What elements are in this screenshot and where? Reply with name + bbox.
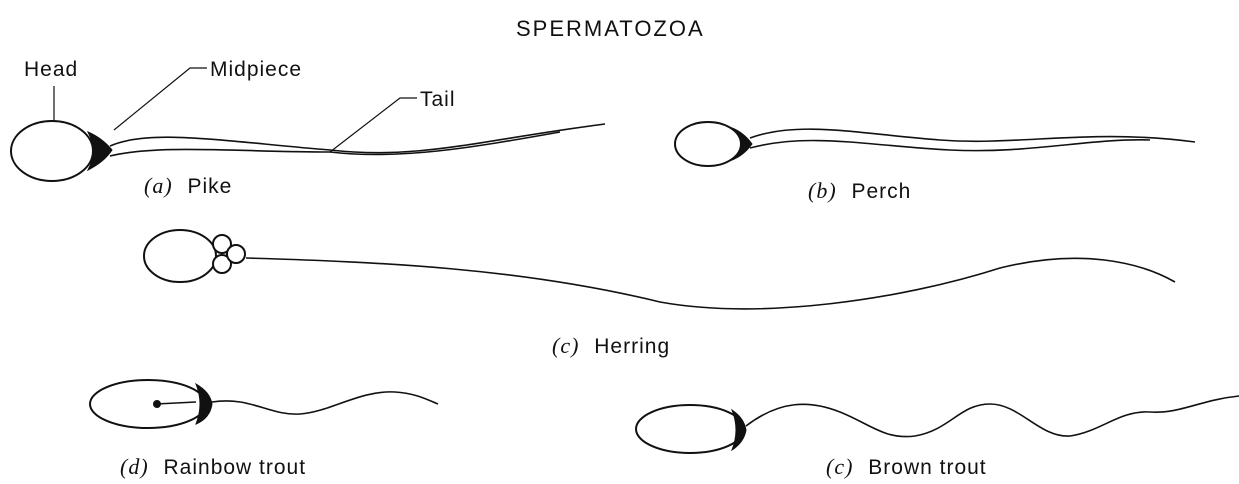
caption-rainbow-trout-letter: (d) [120,454,149,479]
caption-pike-name: Pike [188,175,233,198]
figure-title: SPERMATOZOA [516,16,705,41]
caption-pike: (a) Pike [144,173,232,198]
caption-perch: (b) Perch [808,178,911,203]
caption-perch-letter: (b) [808,178,837,203]
caption-brown-trout-name: Brown trout [868,456,986,479]
perch-tail-lower [750,140,1150,151]
caption-herring-name: Herring [594,335,670,358]
sperm-perch [675,122,1195,166]
brown-trout-tail [746,396,1239,437]
label-tail: Tail [420,88,456,111]
rainbow-trout-tail [212,392,438,414]
pike-tail-lower [110,132,560,156]
sperm-brown-trout [636,396,1239,453]
caption-rainbow-trout: (d) Rainbow trout [120,454,306,479]
sperm-rainbow-trout [90,380,438,428]
sperm-herring [144,230,1175,309]
midpiece-leader-line [114,68,207,130]
herring-head [144,230,216,282]
caption-perch-name: Perch [852,180,912,203]
pike-head [11,121,93,181]
caption-rainbow-trout-name: Rainbow trout [164,456,307,479]
label-midpiece: Midpiece [210,58,302,81]
caption-brown-trout: (c) Brown trout [826,454,987,479]
rainbow-trout-head [90,380,206,428]
brown-trout-head [636,405,744,453]
pike-tail-upper [110,124,605,153]
perch-head [675,122,741,166]
rainbow-trout-centriole [154,401,161,408]
herring-tail [246,258,1175,309]
tail-leader-line [330,98,417,152]
sperm-pike [11,121,605,181]
caption-pike-letter: (a) [144,173,173,198]
caption-herring-letter: (c) [552,333,579,358]
caption-herring: (c) Herring [552,333,670,358]
herring-midpiece-bead-3 [227,245,245,263]
caption-brown-trout-letter: (c) [826,454,853,479]
label-head: Head [24,58,78,81]
